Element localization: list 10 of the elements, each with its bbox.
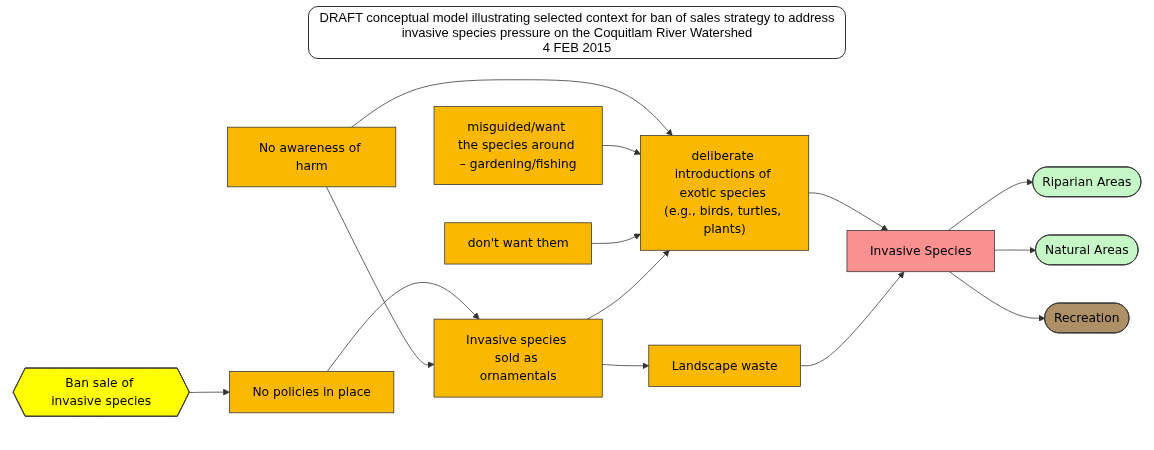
node-box: No policies in place <box>229 371 395 414</box>
node-box: deliberate introductions of exotic species (e.g., birds, turtles, plants) <box>640 135 810 251</box>
node-box: Invasive species sold as ornamentals <box>433 318 603 398</box>
node-box: misguided/want the species around – gardening/fishing <box>433 106 603 185</box>
diagram-title: DRAFT conceptual model illustrating selected context for ban of sales strategy to address invasive species pressure on the Coquitlam River Watershed <box>318 10 836 40</box>
node-box: No awareness of harm <box>227 126 397 188</box>
date-note: 4 FEB 2015 <box>541 40 613 55</box>
node-box: Invasive Species <box>846 230 995 273</box>
node-box: Landscape waste <box>648 344 801 387</box>
node-box: don't want them <box>444 222 592 265</box>
